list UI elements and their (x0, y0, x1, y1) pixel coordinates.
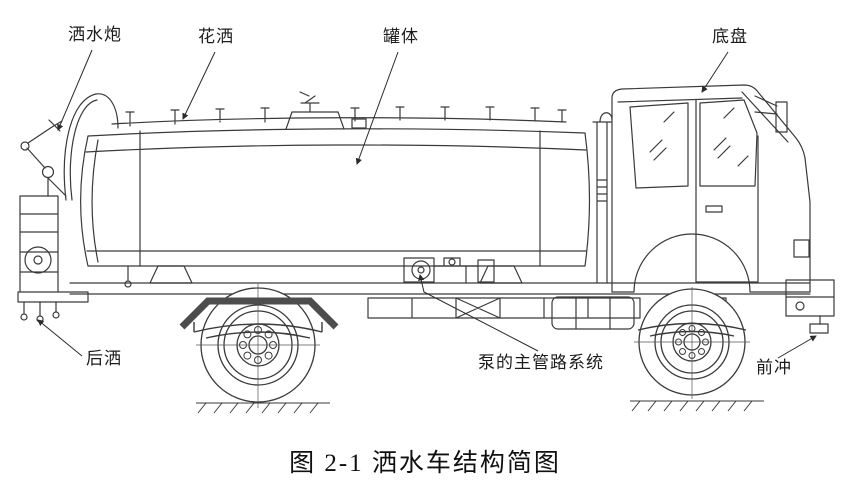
rear-leaf-spring (193, 322, 323, 339)
front-leaf-spring (637, 322, 747, 337)
label-front-flush: 前冲 (756, 358, 792, 377)
door-handle (705, 205, 723, 213)
leader-rear-spray (37, 319, 83, 357)
rear-mudguard (179, 297, 339, 330)
cab (611, 84, 835, 334)
ground (196, 400, 764, 414)
label-rear-spray: 后洒 (86, 349, 122, 368)
front-bumper (785, 279, 835, 317)
figure-caption: 图 2-1 洒水车结构简图 (289, 450, 561, 477)
sub-frame (367, 297, 641, 319)
leader-sprinkler (182, 51, 216, 120)
label-chassis: 底盘 (712, 27, 748, 46)
label-water-cannon: 洒水炮 (68, 25, 122, 44)
wheel-centerlines (196, 284, 750, 408)
leader-chassis (701, 51, 729, 93)
leader-tank (355, 51, 399, 165)
cab-door-window (699, 99, 758, 187)
cab-door (695, 99, 759, 283)
fuel-tank (551, 296, 635, 330)
air-intake-stack (592, 112, 613, 284)
water-cannon-part (20, 119, 67, 197)
side-mirror (754, 95, 778, 115)
pump-unit (403, 257, 495, 284)
cab-rear-window (629, 102, 689, 189)
leader-front-flush (777, 335, 817, 359)
manhole (285, 91, 367, 130)
rear-spray-nozzles (23, 301, 57, 317)
front-flush-nozzle (809, 323, 829, 334)
cannon-riser-pipe (63, 93, 119, 201)
label-tank: 罐体 (383, 27, 419, 46)
rear-platform (17, 195, 89, 323)
headlight (793, 239, 810, 258)
label-sprinkler: 花洒 (198, 27, 234, 46)
label-pump-pipeline: 泵的主管路系统 (478, 353, 604, 372)
leader-water-cannon (57, 49, 93, 131)
tank-body-part (79, 128, 591, 267)
leader-pump (418, 274, 539, 352)
